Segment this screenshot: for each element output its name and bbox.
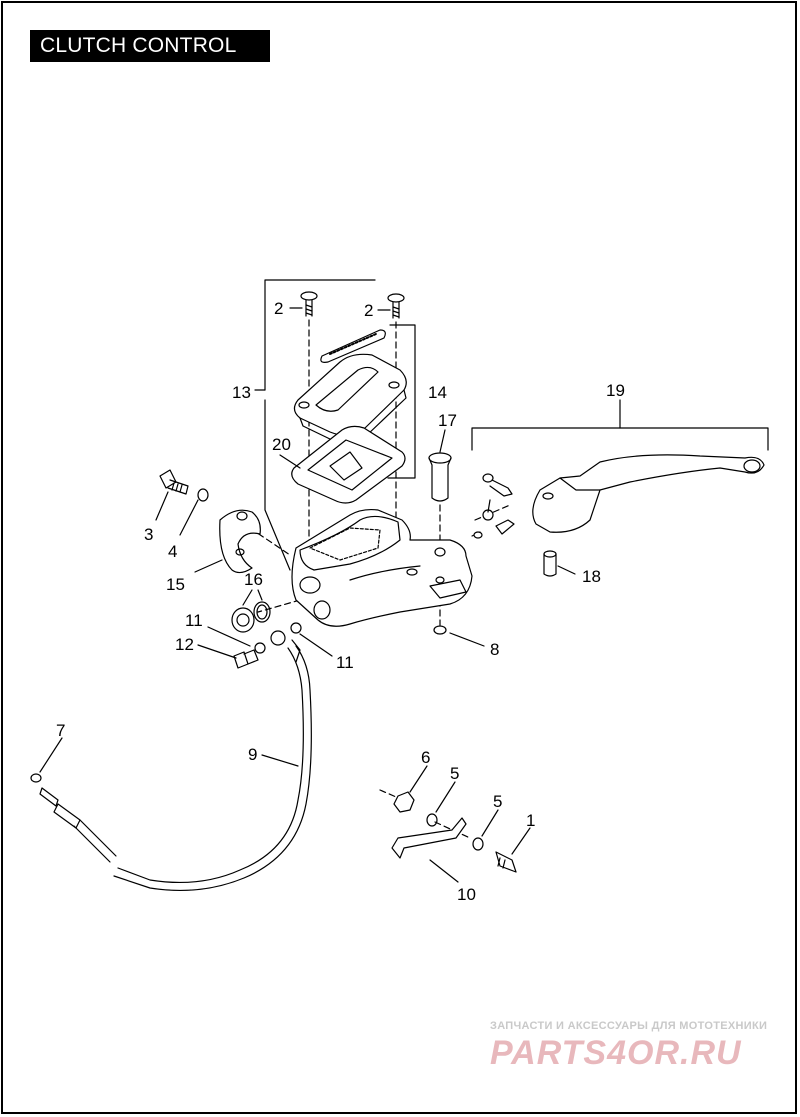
callout-17: 17 [438, 411, 457, 430]
cover-label [320, 329, 386, 363]
callout-5-right: 5 [493, 792, 502, 811]
callout-20: 20 [272, 435, 291, 454]
clutch-hose [113, 639, 312, 892]
banjo-bolt [233, 649, 259, 669]
callout-2-left: 2 [274, 299, 283, 318]
washer-11-right [290, 622, 302, 634]
callout-13: 13 [232, 383, 251, 402]
callout-labels: 2 2 13 14 20 17 19 3 4 15 16 11 12 11 8 … [56, 299, 625, 904]
screw-2-left [300, 291, 318, 317]
callout-4: 4 [168, 542, 177, 561]
callout-12: 12 [175, 635, 194, 654]
bracket-14 [387, 324, 416, 479]
watermark-tagline: ЗАПЧАСТИ И АКСЕССУАРЫ ДЛЯ МОТОТЕХНИКИ [490, 1020, 768, 1032]
washer-11-left [254, 642, 266, 654]
callout-19: 19 [606, 381, 625, 400]
retaining-ring [433, 625, 447, 635]
callout-1: 1 [526, 811, 535, 830]
callout-15: 15 [166, 575, 185, 594]
callout-10: 10 [457, 885, 476, 904]
interlock-switch [471, 473, 515, 539]
hose-clip-hardware [391, 791, 517, 873]
leader-lines [39, 307, 576, 883]
clutch-lever [532, 454, 765, 533]
callout-2-right: 2 [364, 301, 373, 320]
bracket-13 [264, 279, 376, 571]
watermark-logo: PARTS4OR.RU [490, 1034, 742, 1072]
handlebar-clamp [219, 509, 261, 574]
callout-3: 3 [144, 525, 153, 544]
hose-end-fitting [30, 773, 117, 863]
callout-16: 16 [244, 570, 263, 589]
diaphragm-gasket [291, 425, 406, 504]
bracket-19 [471, 427, 769, 451]
callout-7: 7 [56, 721, 65, 740]
screw-2-right [387, 293, 405, 319]
page-title: CLUTCH CONTROL [30, 30, 270, 62]
washer-4 [197, 488, 209, 502]
callout-11-left: 11 [185, 611, 203, 630]
callout-6: 6 [421, 748, 430, 767]
pivot-pin [428, 452, 452, 502]
master-cylinder-body [291, 508, 473, 627]
callout-14: 14 [428, 383, 447, 402]
callout-11-right: 11 [336, 653, 354, 672]
sight-glass [231, 601, 271, 633]
callout-8: 8 [490, 640, 499, 659]
clamp-screw [159, 469, 189, 495]
lever-bushing [543, 550, 557, 577]
callout-5-left: 5 [450, 764, 459, 783]
callout-18: 18 [582, 567, 601, 586]
callout-9: 9 [248, 745, 257, 764]
